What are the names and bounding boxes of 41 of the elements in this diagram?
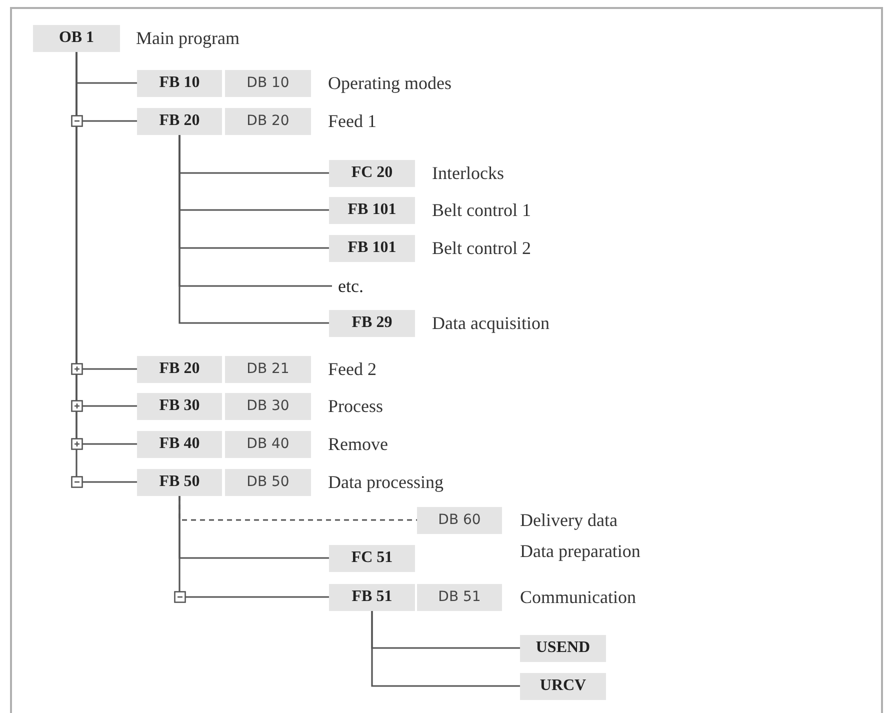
- data-block-box: DB 20: [225, 108, 311, 134]
- block-box: FC 20: [329, 160, 415, 186]
- description-text: Data acquisition: [432, 312, 550, 335]
- data-block-box: DB 30: [225, 392, 311, 420]
- connector-line: [178, 134, 329, 324]
- description-text: Communication: [520, 586, 636, 608]
- data-block-box: DB 40: [225, 430, 311, 458]
- block-box: FB 101: [329, 196, 415, 224]
- description-text: Interlocks: [432, 162, 504, 184]
- block-box: FB 51: [329, 584, 415, 610]
- description-text: Operating modes: [328, 72, 452, 95]
- description-text: Feed 1: [328, 110, 376, 132]
- description-text: Remove: [328, 432, 388, 456]
- description-text: Delivery data: [520, 508, 618, 532]
- data-block-box: DB 51: [417, 584, 502, 610]
- block-box: FB 40: [137, 430, 222, 458]
- block-box: URCV: [520, 672, 606, 700]
- etc-text: etc.: [338, 272, 378, 300]
- description-text: Feed 2: [328, 358, 376, 380]
- block-box: FB 10: [137, 70, 222, 96]
- data-block-box: DB 50: [225, 468, 311, 496]
- data-block-box: DB 21: [225, 356, 311, 382]
- block-box: USEND: [520, 634, 606, 662]
- description-text: Belt control 1: [432, 198, 531, 222]
- connector-line: [178, 496, 329, 598]
- description-text: Data preparation: [520, 540, 640, 563]
- block-box: FB 101: [329, 234, 415, 262]
- description-text: Belt control 2: [432, 236, 531, 260]
- block-box: FB 20: [137, 108, 222, 134]
- block-box: FC 51: [329, 544, 415, 572]
- block-box: FB 20: [137, 356, 222, 382]
- connector-line: [371, 610, 520, 687]
- block-box: FB 50: [137, 468, 222, 496]
- description-text: Main program: [136, 26, 240, 50]
- block-box: FB 29: [329, 310, 415, 336]
- data-block-box: DB 60: [417, 506, 502, 534]
- block-box: FB 30: [137, 392, 222, 420]
- data-block-box: DB 10: [225, 70, 311, 96]
- description-text: Process: [328, 394, 383, 418]
- block-box: OB 1: [33, 24, 120, 52]
- description-text: Data processing: [328, 470, 444, 494]
